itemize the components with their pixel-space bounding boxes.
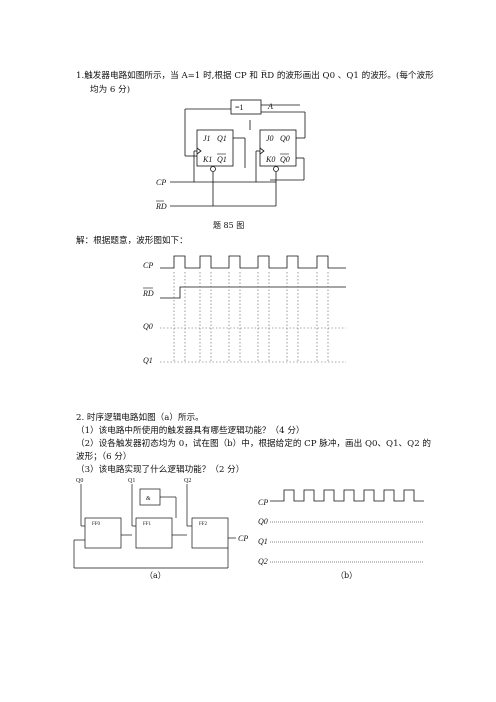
q2-item1: （1）该电路中所使用的触发器具有哪些逻辑功能？（4 分） bbox=[76, 426, 305, 436]
rd-label: RD bbox=[155, 202, 167, 211]
wave-q1-label: Q1 bbox=[143, 356, 153, 365]
a-ff2-label: FF2 bbox=[199, 522, 208, 527]
xor-gate bbox=[230, 99, 262, 115]
b-q1-label: Q1 bbox=[258, 537, 268, 546]
ff0-reset-bubble bbox=[273, 166, 279, 172]
a-ff1-label: FF1 bbox=[143, 522, 152, 527]
q1-prompt-line1: 1.触发器电路如图所示，当 A=1 时,根据 CP 和 R̅D 的波形画出 Q0… bbox=[76, 71, 434, 81]
b-q0-label: Q0 bbox=[258, 517, 268, 526]
wave-q0-label: Q0 bbox=[143, 322, 153, 331]
b-q2-label: Q2 bbox=[258, 557, 268, 566]
a-and-gate-label: & bbox=[146, 496, 151, 502]
j0-label: J0 bbox=[266, 134, 274, 143]
q2-figure-a bbox=[73, 484, 236, 569]
b-cp-label: CP bbox=[258, 498, 268, 507]
q1-label: Q1 bbox=[217, 134, 227, 143]
q2-fig-a-caption: （a） bbox=[145, 571, 166, 580]
ff1-reset-bubble bbox=[210, 166, 216, 172]
q1-prompt-line2: 均为 6 分) bbox=[90, 85, 131, 95]
a-q1-label: Q1 bbox=[128, 478, 135, 484]
wave-rd-label: RD bbox=[142, 289, 154, 298]
wave-cp-label: CP bbox=[143, 261, 153, 270]
cp-label: CP bbox=[156, 178, 166, 187]
q2-item2-line2: 波形；（6 分） bbox=[76, 452, 132, 462]
q2-item2-line1: （2）设各触发器初态均为 0，试在图（b）中，根据给定的 CP 脉冲，画出 Q0… bbox=[76, 439, 431, 449]
q2-item3: （3）该电路实现了什么逻辑功能？（2 分） bbox=[76, 465, 245, 475]
q0bar-label: Q0 bbox=[280, 155, 290, 164]
k1-label: K1 bbox=[202, 155, 212, 164]
q2-title: 2. 时序逻辑电路如图（a）所示。 bbox=[76, 413, 204, 423]
j1-label: J1 bbox=[203, 134, 211, 143]
q1-answer-heading: 解：根据题意，波形图如下： bbox=[76, 236, 188, 246]
q0-label: Q0 bbox=[280, 134, 290, 143]
a-q2-label: Q2 bbox=[184, 478, 191, 484]
rd-wave bbox=[160, 286, 346, 299]
q2-fig-b-caption: （b） bbox=[336, 571, 358, 580]
a-label: A bbox=[267, 102, 273, 111]
a-cp-label: CP bbox=[238, 534, 248, 543]
xor-label: =1 bbox=[235, 103, 244, 112]
k0-label: K0 bbox=[265, 155, 275, 164]
q1-waveform-grid bbox=[160, 255, 346, 299]
a-ff0-label: FF0 bbox=[92, 522, 101, 527]
q2-figure-b bbox=[270, 489, 424, 502]
q1-figure-caption: 题 85 图 bbox=[213, 221, 245, 230]
a-q0-label: Q0 bbox=[76, 478, 83, 484]
cp-wave bbox=[160, 255, 346, 269]
q1bar-label: Q1 bbox=[217, 155, 227, 164]
